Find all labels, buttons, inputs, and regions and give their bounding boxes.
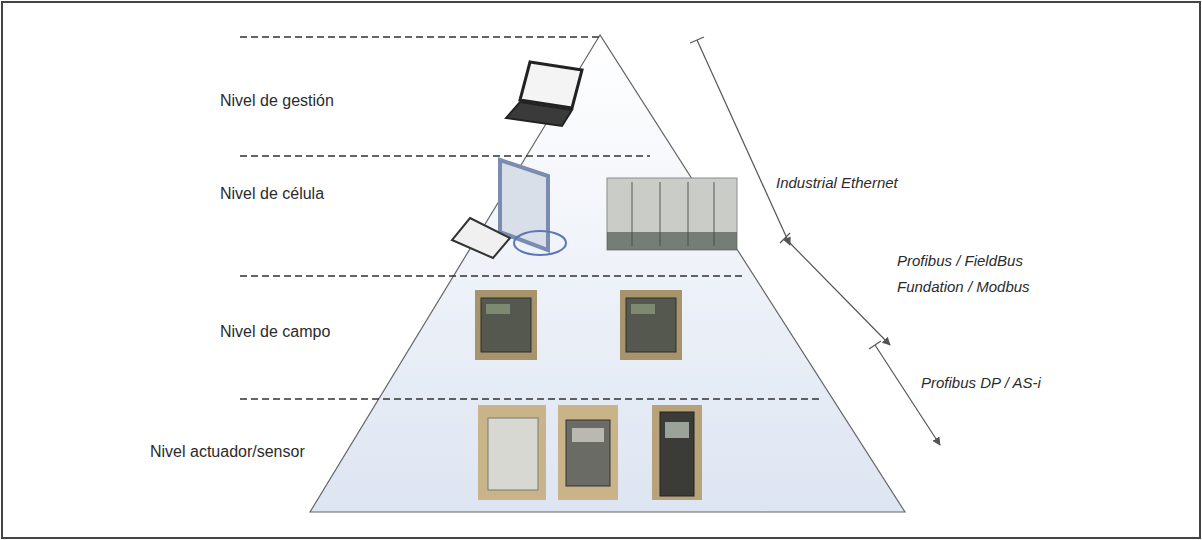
plc-background [475,290,537,360]
level-label: Nivel de campo [220,319,330,345]
plc [481,298,531,352]
rack [607,178,737,250]
laptop-base [506,102,572,126]
module-panel [665,422,689,438]
level-label: Nivel actuador/sensor [150,439,305,465]
device-background [652,405,702,500]
level-label: Nivel de gestión [220,88,334,114]
device-background [558,405,618,500]
rack-base [607,232,737,250]
contactor-terminals [572,428,604,442]
range-tick [690,37,704,43]
device-background [478,405,546,500]
plc-panel [486,304,510,314]
range-tick [869,341,881,349]
range-arrow [875,345,940,445]
laptop-screen [520,62,582,108]
level-divider [240,275,742,277]
range-arrow [697,40,790,245]
protocol-label: Profibus DP / AS-i [921,370,1041,396]
level-label: Nivel de célula [220,181,324,207]
level-divider [240,36,600,38]
plc [626,298,676,352]
level-divider [240,398,820,400]
range-tick [780,233,790,243]
module [660,412,694,496]
monitor-stand [514,231,566,255]
drive [488,418,538,490]
protocol-label: Industrial Ethernet [776,170,898,196]
range-arrow [785,238,890,345]
contactor [566,420,610,486]
plc-panel [631,304,655,314]
keyboard [452,218,510,258]
pyramid [310,35,905,512]
level-divider [240,155,650,157]
protocol-label: Profibus / FieldBus Fundation / Modbus [897,248,1049,300]
plc-background [620,290,682,360]
